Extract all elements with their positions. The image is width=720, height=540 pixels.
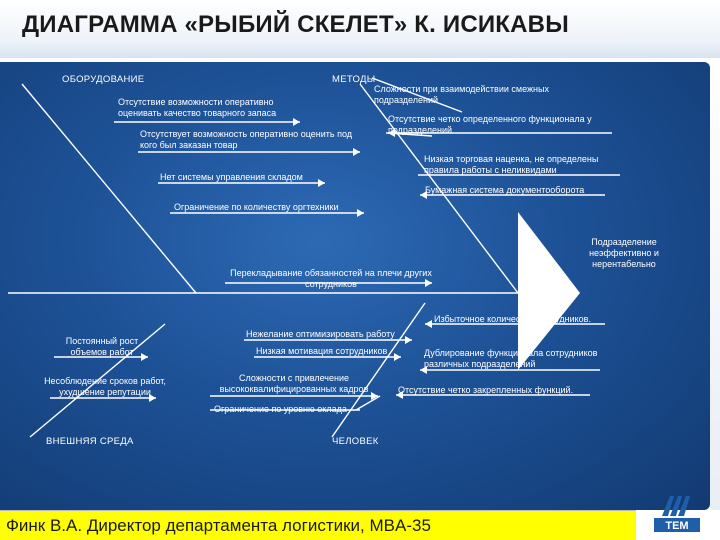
footer-text: Финк В.А. Директор департамента логистик… [6,516,431,535]
diagram-panel [0,62,710,510]
cause-h5: Ограничение по уровню оклада [214,404,347,414]
category-equipment: ОБОРУДОВАНИЕ [62,74,145,85]
cause-h3: Низкая мотивация сотрудников [256,346,388,356]
cause-spine: Перекладывание обязанностей на плечи дру… [230,268,432,289]
cause-h1: Избыточное количество сотрудников. [434,314,591,324]
cause-eq4: Ограничение по количеству оргтехники [174,202,339,212]
cause-m1: Сложности при взаимодействии смежных под… [374,84,549,105]
cause-eq1: Отсутствие возможности оперативно оценив… [118,97,277,118]
category-environment: ВНЕШНЯЯ СРЕДА [46,436,134,447]
right-edge-strip [710,62,720,510]
tem-logo-icon: ТЕМ [654,496,700,532]
cause-h2: Нежелание оптимизировать работу [246,329,395,339]
logo-text: ТЕМ [665,520,688,532]
cause-eq3: Нет системы управления складом [160,172,303,182]
cause-h4: Сложности с привлечение высококвалифицир… [219,373,369,394]
category-methods: МЕТОДЫ [332,74,376,85]
cause-h6: Дублирование функционала сотрудников раз… [424,348,598,369]
arrow-h4 [355,395,381,411]
header: ДИАГРАММА «РЫБИЙ СКЕЛЕТ» К. ИСИКАВЫ [0,0,720,58]
cause-m2: Отсутствие четко определенного функциона… [388,114,592,135]
effect-label: Подразделение неэффективно и нерентабель… [589,237,659,269]
cause-m4: Бумажная система документооборота [425,185,585,195]
cause-h7: Отсутствие четко закрепленных функций. [398,385,574,395]
page-title: ДИАГРАММА «РЫБИЙ СКЕЛЕТ» К. ИСИКАВЫ [22,11,569,38]
category-people: ЧЕЛОВЕК [332,436,379,447]
arrow-m2 [387,132,433,137]
arrow-m1 [371,77,463,113]
cause-m3: Низкая торговая наценка, не определены п… [424,154,599,175]
bone-environment [29,323,166,438]
cause-env1: Постоянный рост объемов работ [65,336,139,357]
fish-head [518,212,580,370]
cause-env2: Несоблюдение сроков работ, ухудшение реп… [44,376,166,397]
cause-eq2: Отсутствует возможность оперативно оцени… [140,129,352,150]
bone-equipment [21,83,197,294]
footer: Финк В.А. Директор департамента логистик… [0,510,636,540]
bone-methods [359,83,519,294]
bone-people [331,302,426,438]
